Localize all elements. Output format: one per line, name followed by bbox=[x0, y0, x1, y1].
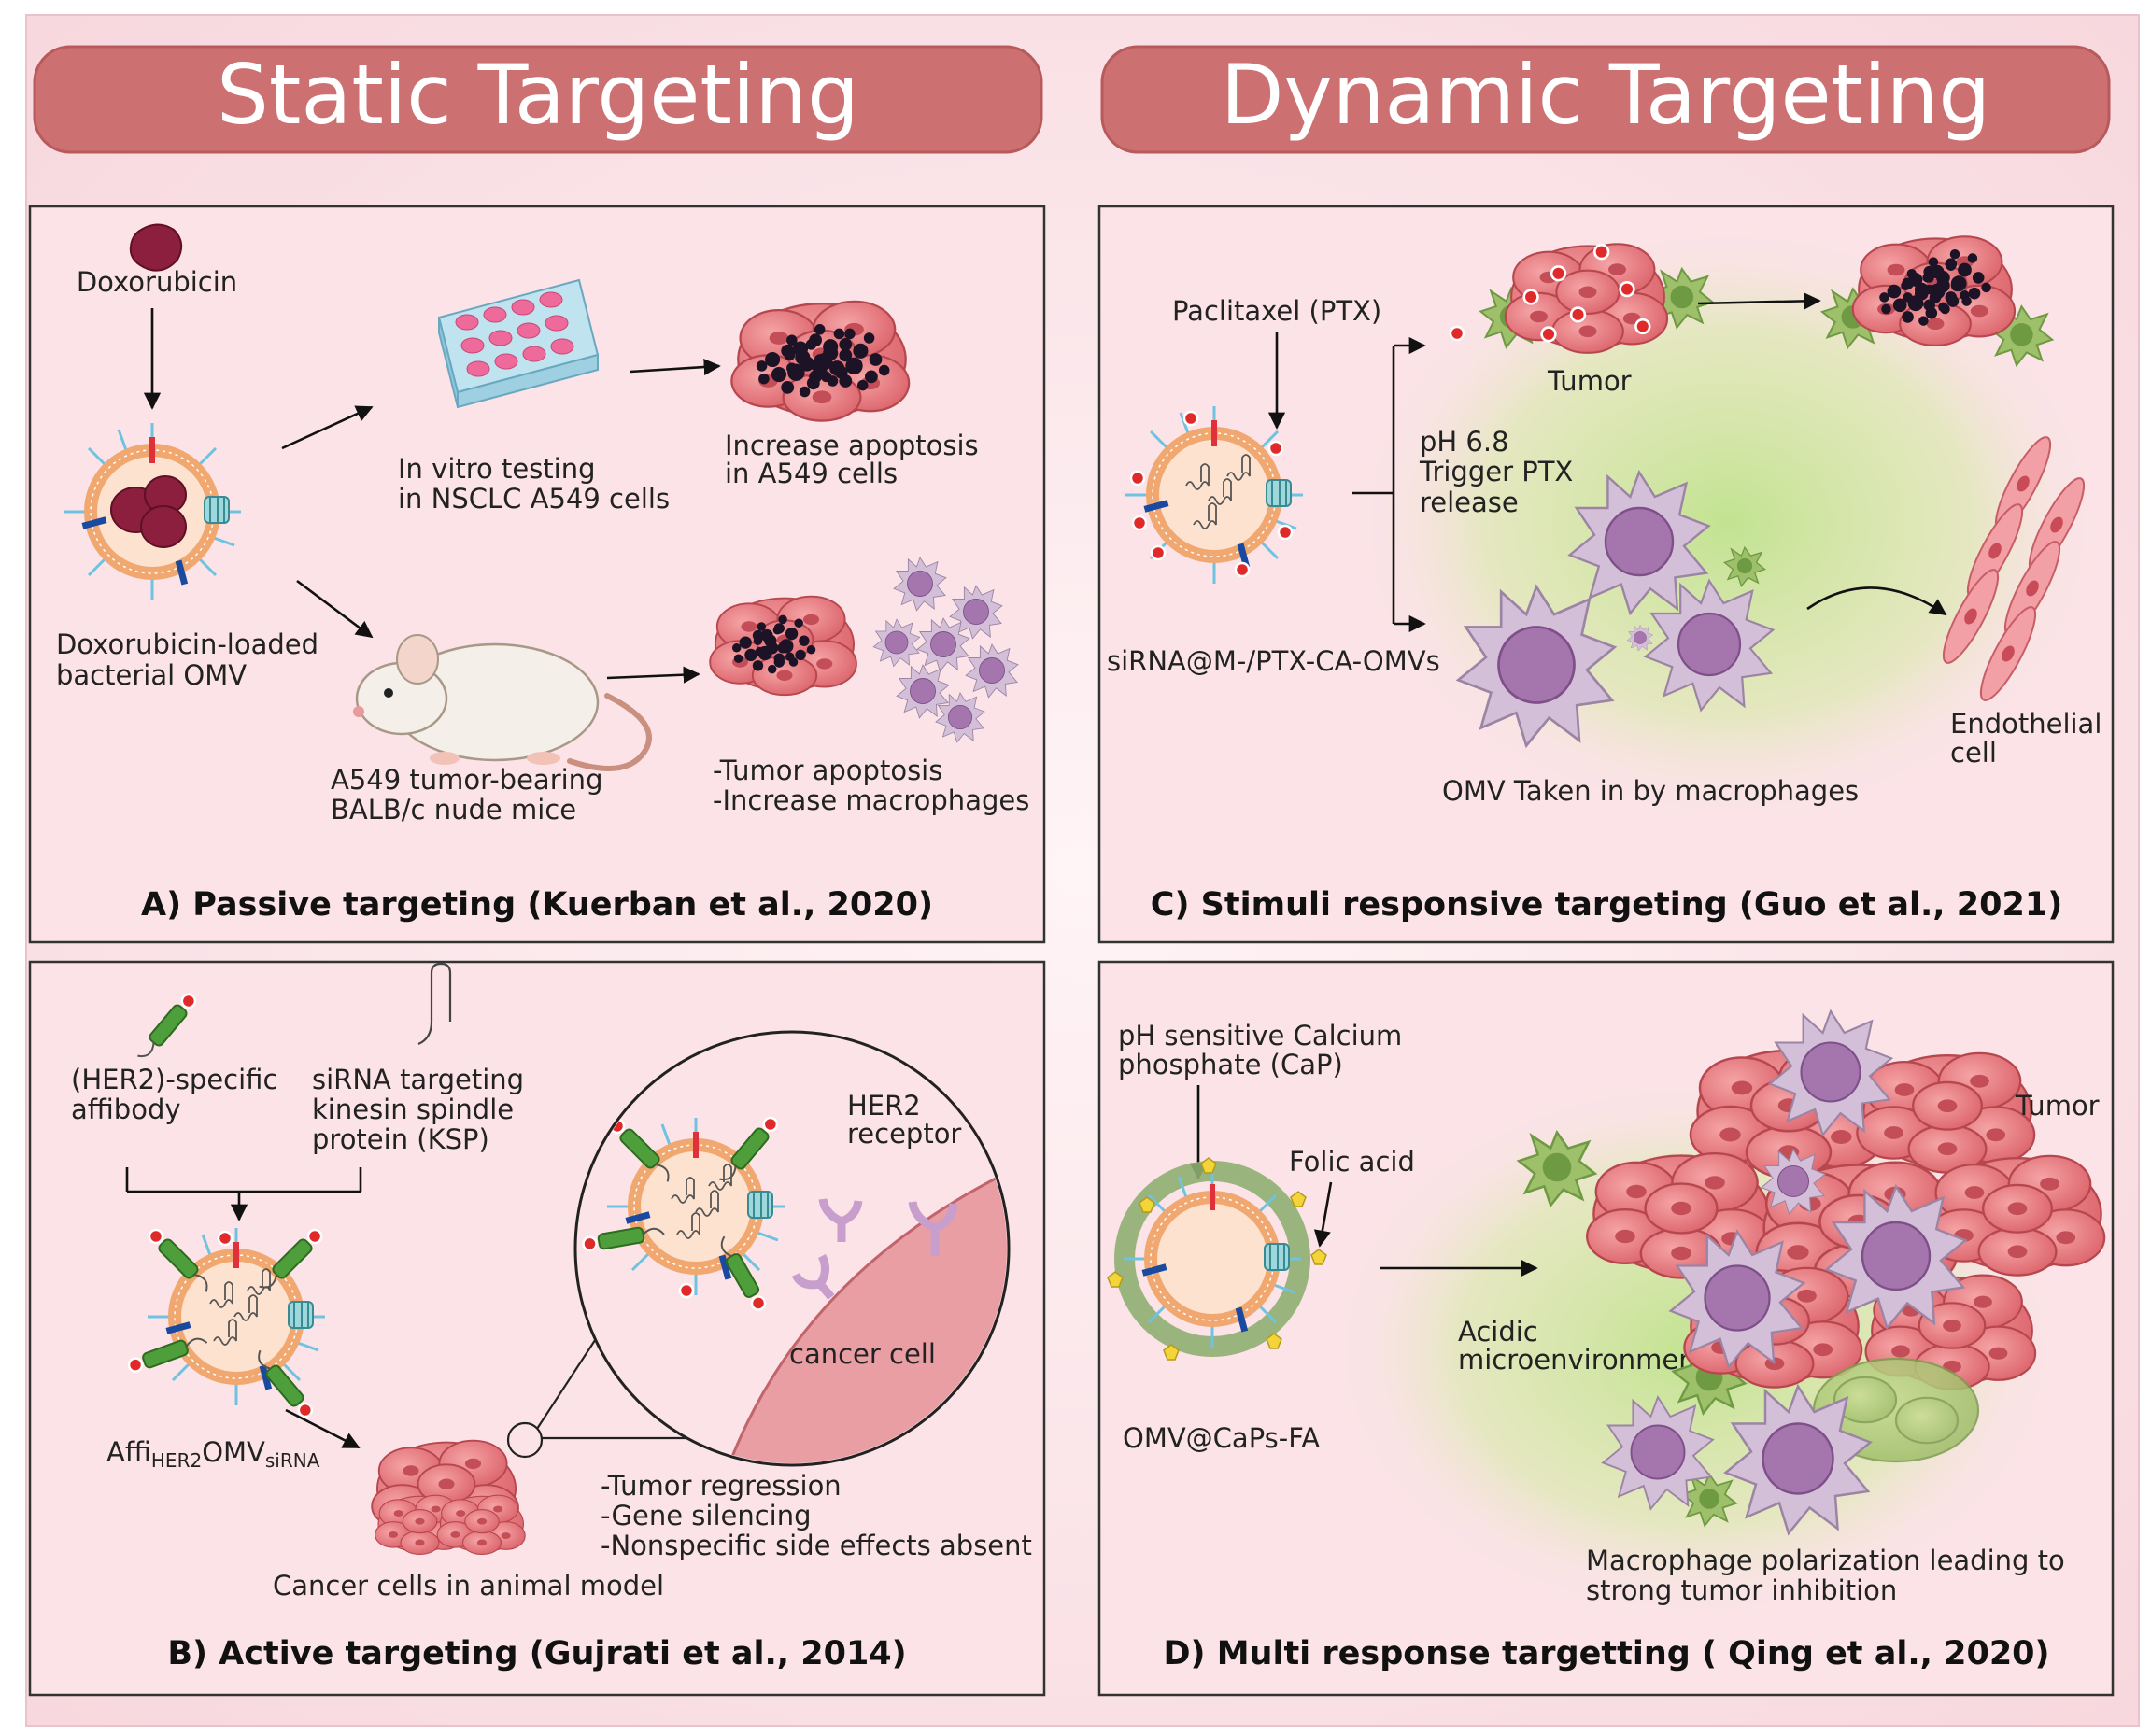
endothelial-line2: cell bbox=[1950, 737, 1997, 769]
panel-b: (HER2)-specific affibody siRNA targeting… bbox=[71, 962, 1032, 1672]
zoom-marker bbox=[506, 1421, 544, 1459]
omv-label: siRNA@M-/PTX-CA-OMVs bbox=[1107, 645, 1440, 677]
doxorubicin-omv bbox=[64, 423, 241, 600]
invitro-line2: in NSCLC A549 cells bbox=[398, 483, 670, 515]
polarization-line2: strong tumor inhibition bbox=[1586, 1574, 1897, 1606]
cancer-cells-animal bbox=[371, 1439, 526, 1556]
cap-line1: pH sensitive Calcium bbox=[1118, 1020, 1402, 1051]
panel-a-caption: A) Passive targeting (Kuerban et al., 20… bbox=[141, 886, 933, 924]
animal-label: Cancer cells in animal model bbox=[273, 1570, 664, 1602]
apoptotic-tumor-invivo bbox=[709, 595, 857, 697]
trigger-line1: pH 6.8 bbox=[1420, 426, 1509, 458]
apoptosis-line2: in A549 cells bbox=[725, 458, 898, 489]
panel-a: Doxorubicin Doxorubicin-loaded bacterial… bbox=[56, 223, 1029, 924]
tumor-label: Tumor bbox=[1547, 365, 1632, 397]
header-static-title: Static Targeting bbox=[217, 47, 859, 143]
affibody-line1: (HER2)-specific bbox=[71, 1064, 277, 1095]
omv-label: OMV@CaPs-FA bbox=[1123, 1422, 1320, 1454]
header-dynamic-title: Dynamic Targeting bbox=[1221, 47, 1990, 143]
endothelial-line1: Endothelial bbox=[1950, 708, 2101, 740]
ptx-omv bbox=[1125, 406, 1303, 584]
panel-c: Paclitaxel (PTX) siRNA@M-/PTX-CA-OMVs pH… bbox=[1107, 224, 2101, 924]
affi-omv-label: AffiHER2OMVsiRNA bbox=[106, 1436, 320, 1472]
panel-d: pH sensitive Calcium phosphate (CaP) Fol… bbox=[1107, 1009, 2106, 1672]
well-plate-icon bbox=[437, 278, 600, 409]
panel-b-caption: B) Active targeting (Gujrati et al., 201… bbox=[167, 1635, 906, 1672]
panel-d-caption: D) Multi response targetting ( Qing et a… bbox=[1163, 1635, 2049, 1672]
doxorubicin-molecule bbox=[129, 223, 183, 272]
sirna-line1: siRNA targeting bbox=[312, 1064, 524, 1095]
acidic-line2: microenvironment bbox=[1458, 1344, 1706, 1376]
mouse-icon bbox=[353, 634, 652, 771]
acidic-line1: Acidic bbox=[1458, 1316, 1538, 1348]
curved-arrow bbox=[1806, 586, 1947, 616]
folic-label: Folic acid bbox=[1289, 1146, 1415, 1178]
omv-label-line2: bacterial OMV bbox=[56, 659, 247, 691]
header-static: Static Targeting bbox=[33, 45, 1043, 154]
mice-line1: A549 tumor-bearing bbox=[331, 764, 602, 796]
macrophage-label: OMV Taken in by macrophages bbox=[1442, 775, 1859, 807]
affibody-line2: affibody bbox=[71, 1094, 181, 1125]
receptor-line2: receptor bbox=[847, 1118, 961, 1150]
omv-label-line1: Doxorubicin-loaded bbox=[56, 628, 318, 660]
header-dynamic: Dynamic Targeting bbox=[1100, 45, 2111, 154]
outcome-line1: -Tumor regression bbox=[601, 1470, 842, 1502]
drug-label: Doxorubicin bbox=[77, 266, 237, 298]
sirna-icon bbox=[417, 962, 452, 1046]
cap-line2: phosphate (CaP) bbox=[1118, 1049, 1343, 1080]
branch-bracket bbox=[1352, 336, 1426, 633]
invitro-line1: In vitro testing bbox=[398, 453, 596, 485]
panel-c-caption: C) Stimuli responsive targeting (Guo et … bbox=[1151, 886, 2062, 924]
outcome-line2: -Increase macrophages bbox=[713, 784, 1029, 816]
mice-line2: BALB/c nude mice bbox=[331, 794, 576, 826]
cap-omv bbox=[1107, 1157, 1327, 1361]
outcome-line1: -Tumor apoptosis bbox=[713, 755, 942, 786]
sirna-line2: kinesin spindle bbox=[312, 1094, 514, 1125]
trigger-line3: release bbox=[1420, 487, 1519, 518]
combine-bracket bbox=[125, 1167, 362, 1221]
outcome-line2: -Gene silencing bbox=[601, 1500, 812, 1531]
sirna-line3: protein (KSP) bbox=[312, 1123, 489, 1155]
cancer-cell-label: cancer cell bbox=[789, 1338, 936, 1370]
tumor-label: Tumor bbox=[2015, 1090, 2100, 1122]
polarization-line1: Macrophage polarization leading to bbox=[1586, 1545, 2065, 1576]
outcome-line3: -Nonspecific side effects absent bbox=[601, 1530, 1032, 1561]
apoptotic-tumor-invitro bbox=[730, 300, 911, 422]
ptx-label: Paclitaxel (PTX) bbox=[1172, 295, 1381, 327]
apoptosis-line1: Increase apoptosis bbox=[725, 430, 979, 461]
trigger-line2: Trigger PTX bbox=[1419, 456, 1573, 487]
receptor-line1: HER2 bbox=[847, 1090, 921, 1122]
